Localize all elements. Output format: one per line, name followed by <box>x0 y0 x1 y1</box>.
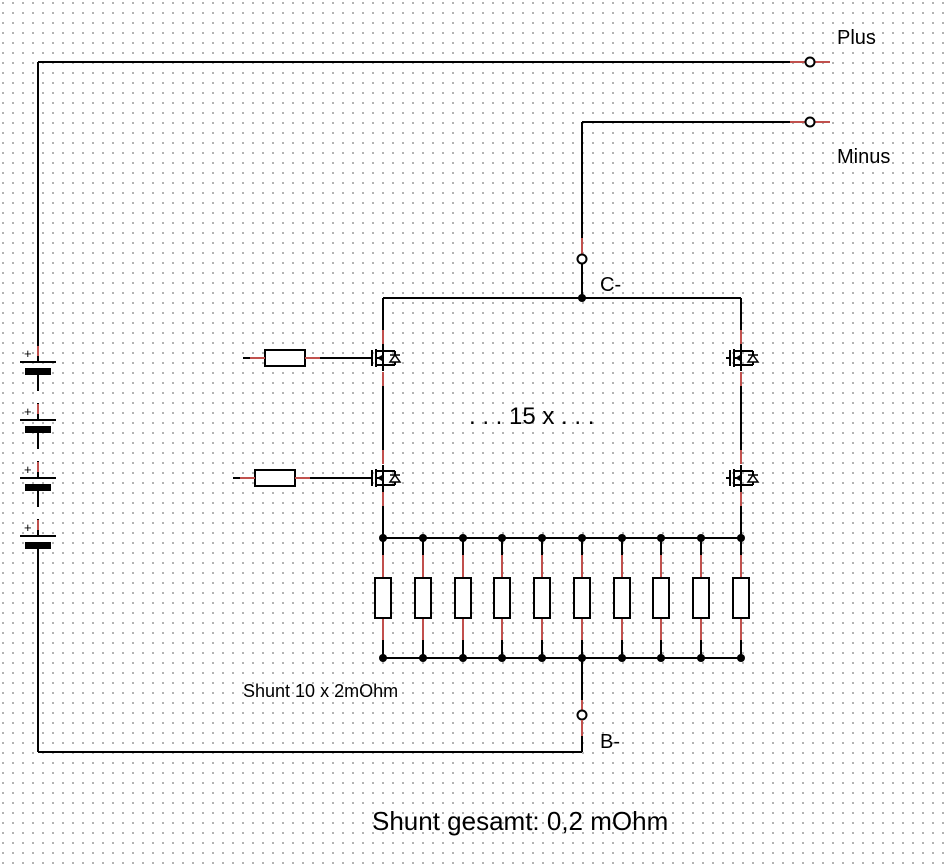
junction-dot <box>618 534 626 542</box>
junction-dot <box>498 534 506 542</box>
shunt-resistor <box>732 538 750 658</box>
mosfet <box>368 450 402 506</box>
battery-cell: + <box>20 461 56 507</box>
shunt-resistor <box>493 538 511 658</box>
junction-dot <box>618 654 626 662</box>
shunt-resistor <box>573 538 591 658</box>
label-plus: Plus <box>837 27 876 49</box>
junction-dot <box>578 654 586 662</box>
mosfet <box>368 330 402 386</box>
junction-dot <box>498 654 506 662</box>
terminal-minus <box>804 116 816 128</box>
mosfet <box>726 330 760 386</box>
junction-dot <box>379 654 387 662</box>
junction-dot <box>578 294 586 302</box>
battery-plus-sign: + <box>24 462 32 477</box>
junction-dot <box>419 654 427 662</box>
terminal-plus <box>804 56 816 68</box>
battery-plus-sign: + <box>24 404 32 419</box>
terminal-b-minus <box>576 709 588 721</box>
shunt-resistor <box>533 538 551 658</box>
junction-dot <box>578 534 586 542</box>
junction-dot <box>697 534 705 542</box>
shunt-resistor <box>692 538 710 658</box>
shunt-resistor <box>613 538 631 658</box>
battery-cell: + <box>20 345 56 391</box>
battery-cell: + <box>20 519 56 565</box>
label-minus: Minus <box>837 146 890 168</box>
battery-plus-sign: + <box>24 520 32 535</box>
shunt-resistor <box>454 538 472 658</box>
junction-dot <box>538 654 546 662</box>
junction-dot <box>657 534 665 542</box>
shunt-resistors <box>374 538 750 658</box>
label-mosfet-count: . . . 15 x . . . <box>469 403 594 430</box>
label-b-minus: B- <box>600 731 620 753</box>
gate-resistor <box>254 469 296 487</box>
shunt-resistor <box>414 538 432 658</box>
junction-dot <box>379 534 387 542</box>
mosfet <box>726 450 760 506</box>
junction-dot <box>737 534 745 542</box>
junction-dot <box>737 654 745 662</box>
junction-dot <box>538 534 546 542</box>
labels: Plus Minus C- B- . . . 15 x . . . Shunt … <box>243 27 890 836</box>
terminal-c-minus <box>576 253 588 265</box>
junction-dot <box>459 654 467 662</box>
gate-resistors <box>240 349 320 487</box>
shunt-resistor <box>652 538 670 658</box>
battery-plus-sign: + <box>24 346 32 361</box>
junction-dot <box>657 654 665 662</box>
battery-cell: + <box>20 403 56 449</box>
label-shunt-total: Shunt gesamt: 0,2 mOhm <box>372 806 668 836</box>
shunt-resistor <box>374 538 392 658</box>
gate-resistor <box>264 349 306 367</box>
battery-stack: + + + + <box>20 345 56 565</box>
junction-dot <box>697 654 705 662</box>
terminals <box>576 56 830 736</box>
mosfets <box>368 330 760 506</box>
junctions <box>379 294 745 662</box>
wires <box>37 61 805 753</box>
label-shunt-array: Shunt 10 x 2mOhm <box>243 681 398 701</box>
junction-dot <box>419 534 427 542</box>
label-c-minus: C- <box>600 274 621 296</box>
junction-dot <box>459 534 467 542</box>
